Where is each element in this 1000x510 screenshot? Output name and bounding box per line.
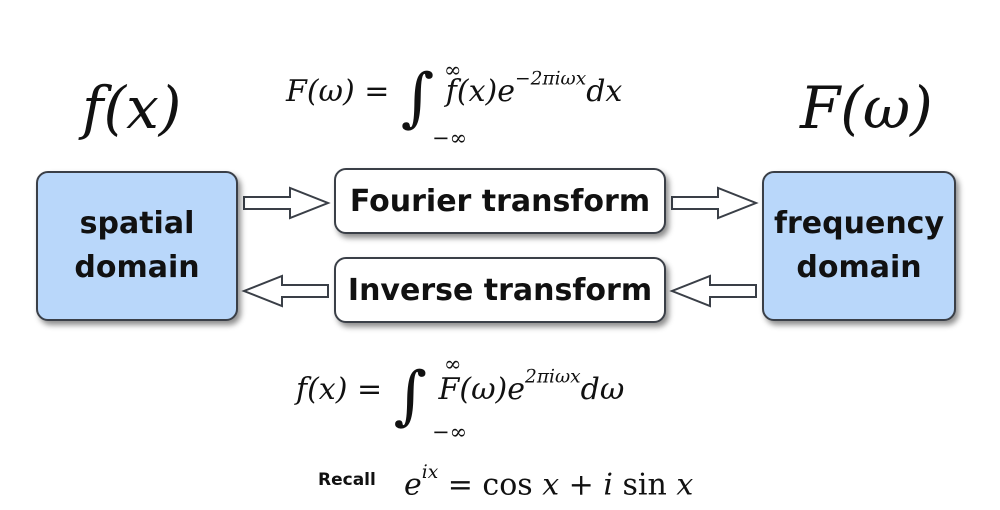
euler-i: i xyxy=(603,467,613,503)
recall-label: Recall xyxy=(318,470,376,490)
inverse-formula: f(x) = ∫ F(ω)e2πiωxdω xyxy=(296,364,624,428)
inverse-differential: dω xyxy=(580,372,625,407)
forward-lhs: F(ω) = xyxy=(286,74,390,109)
spatial-domain-line-1: spatial xyxy=(79,206,195,241)
spatial-domain-line-2: domain xyxy=(74,250,200,285)
fourier-transform-box: Fourier transform xyxy=(334,168,666,234)
right-function-label: F(ω) xyxy=(800,74,933,142)
inverse-upper-limit: ∞ xyxy=(444,352,462,376)
euler-rhs-1: = cos xyxy=(438,467,543,503)
inverse-transform-box: Inverse transform xyxy=(334,257,666,323)
arrow-inverse-to-spatial xyxy=(241,274,329,308)
forward-lower-limit: −∞ xyxy=(432,126,468,150)
euler-base: e xyxy=(404,467,422,503)
euler-exponent: ix xyxy=(421,462,439,483)
inverse-lhs: f(x) = xyxy=(296,372,383,407)
frequency-domain-line-1: frequency xyxy=(773,206,945,241)
frequency-domain-box: frequency domain xyxy=(762,171,956,321)
spatial-domain-box: spatial domain xyxy=(36,171,238,321)
euler-x-2: x xyxy=(676,467,694,503)
euler-x-1: x xyxy=(542,467,560,503)
inverse-lower-limit: −∞ xyxy=(432,420,468,444)
inverse-transform-label: Inverse transform xyxy=(347,272,653,308)
integral-sign: ∫ xyxy=(400,61,435,135)
left-function-label: f(x) xyxy=(82,74,182,142)
arrow-fourier-to-frequency xyxy=(671,186,759,220)
arrow-frequency-to-inverse xyxy=(669,274,757,308)
fourier-transform-label: Fourier transform xyxy=(349,183,651,219)
integral-sign-inverse: ∫ xyxy=(393,359,427,433)
frequency-domain-line-2: domain xyxy=(796,250,922,285)
forward-formula: F(ω) = ∫ f(x)e−2πiωxdx xyxy=(286,66,622,130)
inverse-exponent: 2πiωx xyxy=(525,366,581,388)
forward-differential: dx xyxy=(586,74,623,109)
euler-rhs-3: sin xyxy=(612,467,677,503)
forward-upper-limit: ∞ xyxy=(444,58,462,82)
forward-exponent: −2πiωx xyxy=(514,68,587,90)
forward-integrand: f(x)e xyxy=(445,74,515,109)
euler-formula: eix = cos x + i sin x xyxy=(404,462,693,503)
arrow-spatial-to-fourier xyxy=(243,186,331,220)
euler-rhs-2: + xyxy=(559,467,604,503)
inverse-integrand: F(ω)e xyxy=(438,372,525,407)
